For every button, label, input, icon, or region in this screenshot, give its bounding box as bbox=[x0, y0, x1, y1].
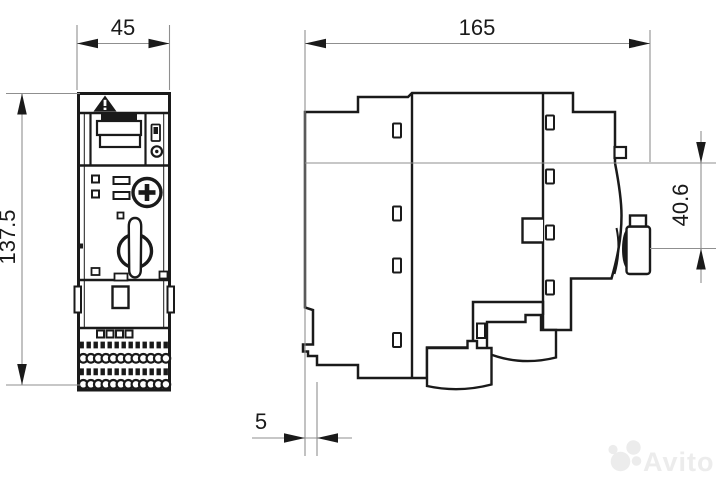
arrowhead-left-icon bbox=[284, 433, 305, 443]
arrowhead-top-icon bbox=[696, 142, 706, 163]
screw-center bbox=[155, 149, 159, 154]
front-view bbox=[73, 92, 175, 392]
warning-exclamation-bar bbox=[103, 99, 107, 106]
dimension-overall-depth: 165 bbox=[304, 15, 651, 456]
logo-circle bbox=[610, 451, 631, 472]
arrowhead-bottom-icon bbox=[17, 364, 27, 385]
mounting-slot-left bbox=[73, 285, 82, 314]
dip-indicator-2 bbox=[91, 189, 100, 199]
dip-indicator-1 bbox=[91, 174, 100, 184]
terminal-block bbox=[77, 329, 172, 390]
terminal-screw-pair bbox=[137, 378, 157, 390]
vent-slot bbox=[545, 168, 555, 185]
logo-circle bbox=[626, 440, 641, 455]
dimension-front-width-label: 45 bbox=[111, 15, 135, 40]
din-clip-notch bbox=[521, 217, 543, 244]
rotary-handle bbox=[116, 216, 154, 279]
terminal-cover-rear bbox=[485, 313, 558, 363]
aux-slot-center bbox=[113, 272, 129, 282]
terminal-screw-pair bbox=[122, 352, 142, 364]
wire-slot bbox=[476, 322, 486, 339]
setting-window-1 bbox=[112, 176, 131, 185]
dimension-overall-depth-label: 165 bbox=[459, 15, 496, 40]
terminal-screw-pair bbox=[107, 378, 127, 390]
vent-slot bbox=[545, 279, 555, 296]
side-body-outline bbox=[301, 91, 623, 380]
dimension-overall-height: 137.5 bbox=[0, 92, 80, 386]
setting-window-2 bbox=[112, 191, 131, 200]
arrowhead-bottom-icon bbox=[696, 248, 706, 270]
arrowhead-top-icon bbox=[17, 93, 27, 115]
rotary-handle-side bbox=[622, 214, 652, 276]
mounting-slot-right bbox=[166, 285, 175, 314]
terminal-screw-row-2 bbox=[77, 378, 172, 390]
nameplate-bar bbox=[101, 112, 137, 120]
screw-head-icon bbox=[150, 145, 164, 158]
avito-logo-icon bbox=[608, 440, 642, 472]
display-window-lower bbox=[98, 133, 142, 149]
warning-exclamation-dot bbox=[103, 107, 107, 110]
warning-triangle-icon bbox=[93, 95, 117, 112]
terminal-screw-pair bbox=[77, 378, 97, 390]
terminal-screw-pair bbox=[152, 352, 172, 364]
terminal-screw-pair bbox=[92, 352, 112, 364]
terminal-screw-pair bbox=[77, 352, 97, 364]
side-knob-tab bbox=[628, 214, 648, 228]
terminal-tab-3 bbox=[115, 329, 124, 339]
dimension-face-height: 40.6 bbox=[305, 131, 716, 283]
dial-cross-horizontal bbox=[138, 190, 156, 195]
terminal-screw-pair bbox=[122, 378, 142, 390]
logo-circle bbox=[631, 456, 642, 466]
vent-slot bbox=[545, 114, 555, 131]
vent-slot bbox=[545, 224, 555, 241]
dimension-overall-height-label: 137.5 bbox=[0, 209, 20, 264]
rotary-handle-lever bbox=[127, 216, 143, 279]
dimension-rail-offset: 5 bbox=[252, 382, 352, 456]
dimension-face-height-label: 40.6 bbox=[668, 184, 693, 227]
arrowhead-right-icon bbox=[317, 433, 338, 443]
center-aperture bbox=[111, 285, 130, 310]
arrowhead-right-icon bbox=[629, 38, 650, 49]
vent-slot bbox=[392, 257, 402, 274]
side-knob-body bbox=[625, 225, 652, 276]
terminal-tab-2 bbox=[105, 329, 115, 339]
indicator-small-square bbox=[116, 211, 125, 220]
display-window-upper bbox=[95, 119, 143, 137]
arrowhead-right-icon bbox=[148, 38, 170, 49]
logo-circle bbox=[608, 444, 618, 455]
vent-slot bbox=[392, 122, 402, 139]
side-view bbox=[301, 91, 652, 391]
terminal-tab-1 bbox=[96, 329, 105, 339]
arrowhead-left-icon bbox=[305, 38, 326, 49]
terminal-tab-4 bbox=[124, 329, 134, 339]
face-curve-line bbox=[613, 227, 620, 275]
terminal-screw-pair bbox=[152, 378, 172, 390]
face-protrusion bbox=[613, 145, 628, 160]
terminal-screw-pair bbox=[92, 378, 112, 390]
avito-watermark: Avito bbox=[608, 440, 714, 477]
avito-wordmark: Avito bbox=[643, 447, 715, 477]
arrowhead-left-icon bbox=[77, 38, 98, 49]
terminal-screw-pair bbox=[137, 352, 157, 364]
terminal-screw-pair bbox=[107, 352, 127, 364]
aux-slot-left bbox=[90, 267, 101, 276]
terminal-cover-front bbox=[425, 339, 493, 391]
vent-slot bbox=[392, 205, 402, 222]
dimension-rail-offset-label: 5 bbox=[255, 409, 267, 434]
aux-slot-right bbox=[158, 270, 169, 280]
terminal-screw-row-1 bbox=[77, 352, 172, 364]
adjustment-dial bbox=[131, 176, 163, 209]
dimension-front-width: 45 bbox=[76, 15, 171, 90]
vent-slot bbox=[392, 332, 402, 348]
test-switch-lever bbox=[153, 127, 158, 134]
edge-tick bbox=[78, 243, 83, 249]
